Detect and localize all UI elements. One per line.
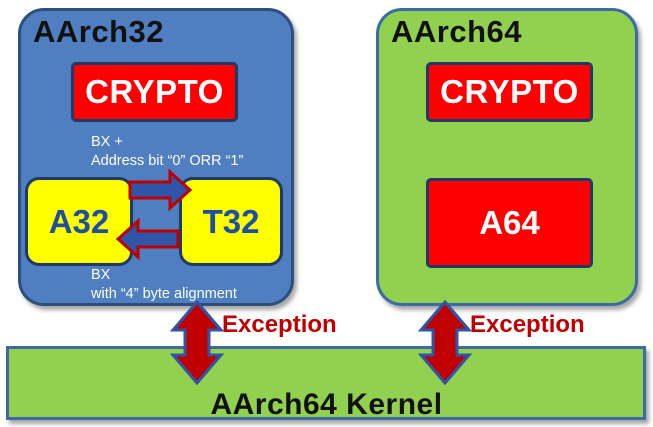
aarch64-panel: AArch64 CRYPTO A64 (376, 8, 638, 306)
a32-to-t32-note-line2: Address bit “0” ORR “1” (91, 153, 244, 169)
a32-to-t32-note-line1: BX + (91, 134, 123, 150)
a64-box: A64 (426, 178, 593, 268)
aarch64-crypto-box: CRYPTO (426, 62, 593, 122)
t32-box: T32 (179, 177, 283, 266)
t32-to-a32-note-line2: with “4” byte alignment (91, 286, 237, 302)
t32-to-a32-arrow (115, 217, 180, 261)
aarch64-title: AArch64 (391, 14, 522, 49)
t32-to-a32-note-line1: BX (91, 267, 111, 283)
aarch64-kernel-label: AArch64 Kernel (210, 388, 443, 421)
a32-to-t32-note: BX + Address bit “0” ORR “1” (91, 133, 243, 171)
a32-to-t32-arrow (128, 168, 193, 212)
right-exception-arrow (417, 299, 473, 386)
a32-box: A32 (25, 177, 133, 266)
left-exception-label: Exception (222, 311, 337, 338)
aarch32-panel: AArch32 CRYPTO BX + Address bit “0” ORR … (18, 8, 294, 306)
aarch32-title: AArch32 (33, 14, 164, 49)
aarch32-crypto-box: CRYPTO (71, 62, 238, 122)
aarch64-kernel-bar (6, 346, 646, 420)
left-exception-arrow (169, 299, 225, 386)
t32-to-a32-note: BX with “4” byte alignment (91, 266, 237, 304)
right-exception-label: Exception (470, 311, 585, 338)
